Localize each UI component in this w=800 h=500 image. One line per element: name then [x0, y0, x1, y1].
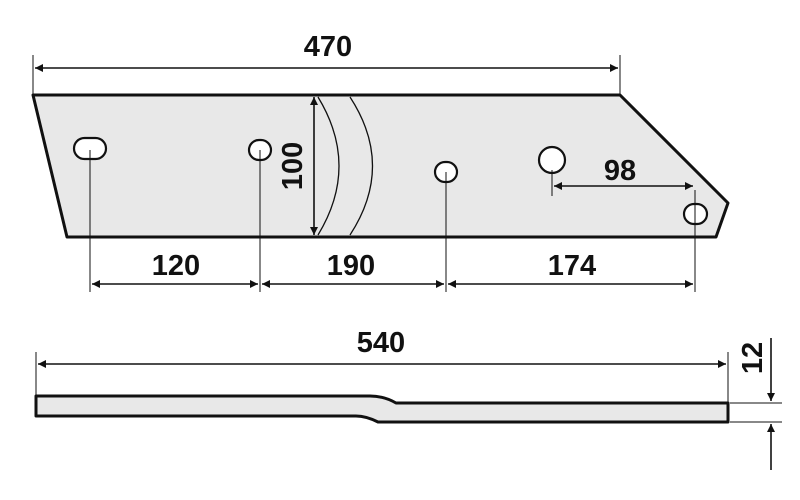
blade-side-profile — [34, 394, 730, 424]
dim-label-174: 174 — [548, 250, 596, 282]
dim-label-190: 190 — [327, 250, 375, 282]
dim-label-12: 12 — [737, 342, 769, 374]
blade-top-outline — [31, 93, 730, 239]
dim-label-120: 120 — [152, 250, 200, 282]
side-view: 540 12 — [34, 327, 782, 470]
top-view: 470 100 98 120 190 174 — [31, 31, 730, 292]
dim-label-470: 470 — [304, 31, 352, 63]
dim-label-540: 540 — [357, 327, 405, 359]
bend-line-inner — [317, 96, 340, 236]
dim-label-98: 98 — [604, 155, 636, 187]
bend-line-outer — [349, 96, 374, 236]
round-hole-4 — [537, 145, 567, 175]
dim-label-100: 100 — [277, 142, 309, 190]
